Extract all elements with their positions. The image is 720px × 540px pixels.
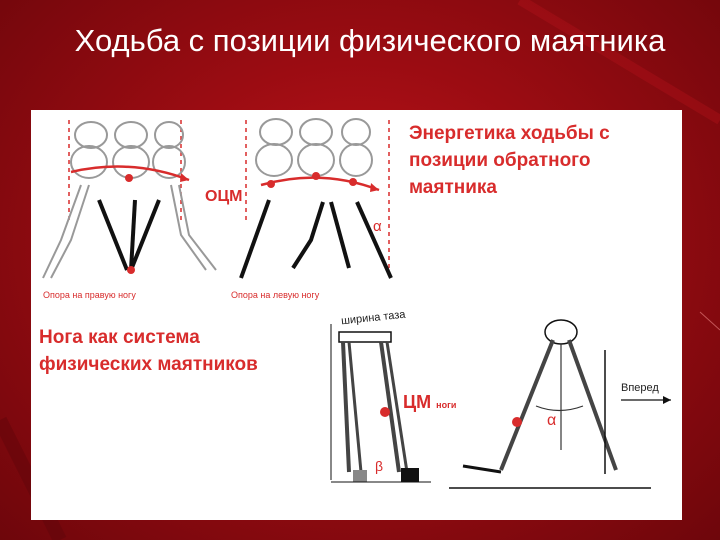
alpha-top-label: α xyxy=(373,218,382,235)
beta-label: β xyxy=(375,458,384,474)
forward-label: Вперед xyxy=(621,382,659,394)
energy-heading: Энергетика ходьбы с позиции обратного ма… xyxy=(409,123,610,198)
inverted-pendulum xyxy=(449,319,671,489)
cm-label: ЦМ ноги xyxy=(403,392,456,413)
stance-legs-right xyxy=(97,199,161,271)
figure-group-right-support xyxy=(42,120,217,279)
cm-label-main: ЦМ xyxy=(403,392,432,412)
stance-legs-left xyxy=(239,199,393,279)
alpha-bottom-label: α xyxy=(547,412,557,429)
support-right-caption: Опора на правую ногу xyxy=(43,290,136,300)
leg-pendulum-frame xyxy=(330,324,431,483)
diagram-panel: Энергетика ходьбы с позиции обратного ма… xyxy=(31,110,682,520)
cm-label-sub: ноги xyxy=(436,400,457,410)
com-trajectory-right xyxy=(260,176,380,192)
support-left-caption: Опора на левую ногу xyxy=(231,290,320,300)
leg-heading: Нога как система физических маятников xyxy=(39,327,258,375)
gait-diagram xyxy=(42,118,671,489)
com-trajectory-left xyxy=(70,165,190,182)
leg-com-dot xyxy=(380,407,390,417)
slide-title: Ходьба с позиции физического маятника xyxy=(74,23,666,58)
pendulum-com-dot xyxy=(512,417,522,427)
ocm-label: ОЦМ xyxy=(205,188,243,205)
figure-group-left-support xyxy=(245,118,390,280)
